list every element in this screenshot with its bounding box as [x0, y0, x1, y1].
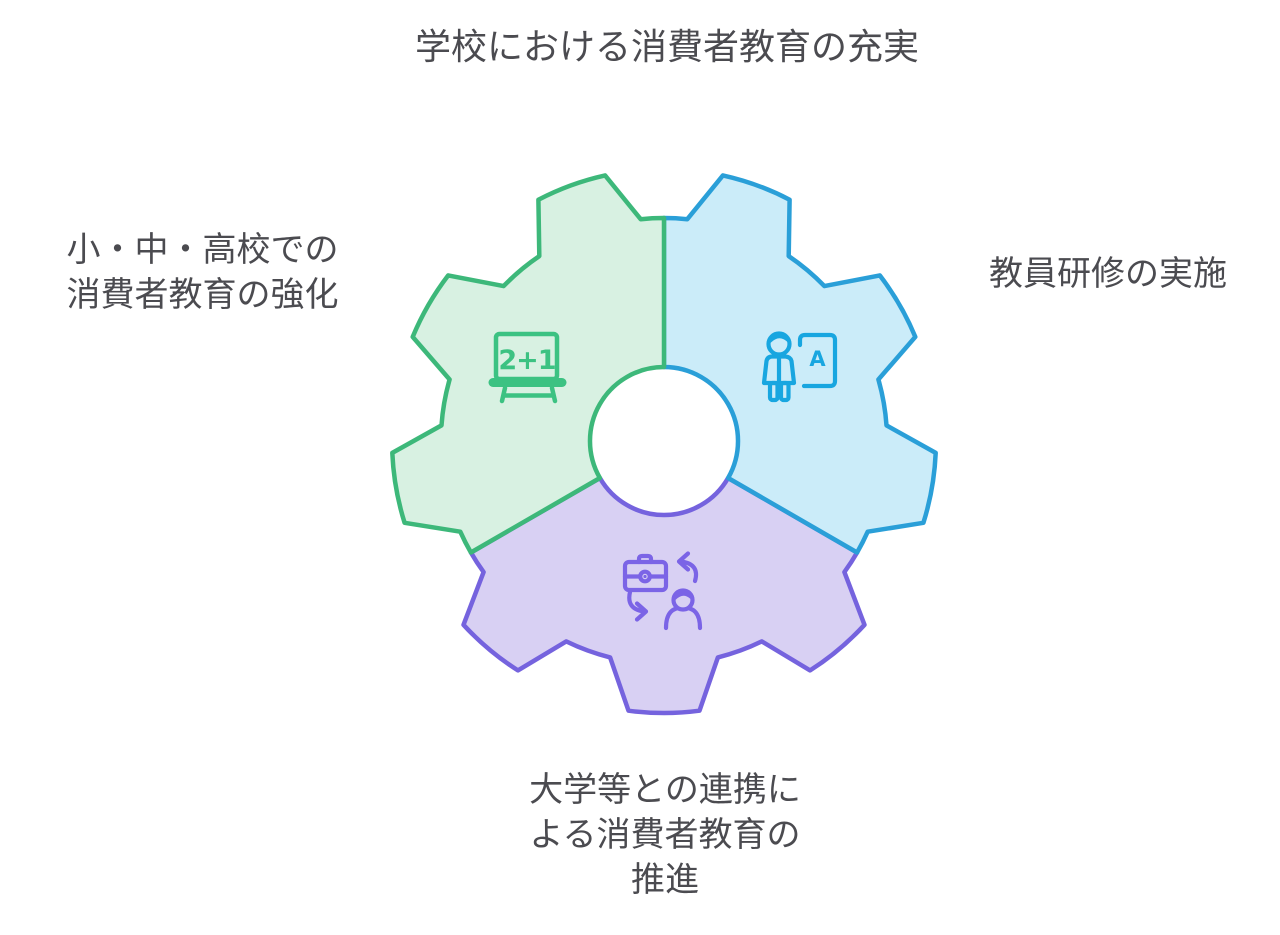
gear-segment-schools [390, 173, 667, 555]
diagram-title: 学校における消費者教育の充実 [414, 26, 919, 67]
presentation-board [797, 332, 838, 389]
teacher-board-icon [761, 331, 838, 403]
briefcase-person-exchange-icon [622, 551, 703, 631]
person-hair [672, 591, 694, 601]
teacher-leg-right [778, 380, 791, 403]
briefcase-clasp [638, 569, 652, 584]
gear-sectors [390, 173, 938, 716]
exchange-arrow-bottom-head [634, 601, 649, 622]
teacher-hair [767, 333, 791, 344]
briefcase-handle [636, 553, 654, 565]
gear-segment-teacher-training [661, 173, 938, 555]
gear-segment-university-collaboration [461, 475, 867, 716]
label-teacher-training: 教員研修の実施 [989, 255, 1227, 293]
blackboard-desk-legs [499, 385, 558, 404]
blackboard-equation-text: 2+1 [498, 345, 555, 376]
teacher-torso [761, 354, 797, 386]
exchange-arrow-top-head [676, 551, 691, 572]
teacher-leg-left [767, 380, 780, 403]
label-university-collaboration: 大学等との連携に よる消費者教育の 推進 [529, 771, 801, 899]
board-letter-text: A [809, 347, 826, 371]
exchange-arrow-bottom [627, 589, 647, 614]
blackboard-icon [488, 331, 567, 404]
exchange-arrow-top [678, 559, 699, 584]
briefcase-clasp-dot [643, 574, 647, 579]
label-schools: 小・中・高校での 消費者教育の強化 [66, 231, 339, 314]
